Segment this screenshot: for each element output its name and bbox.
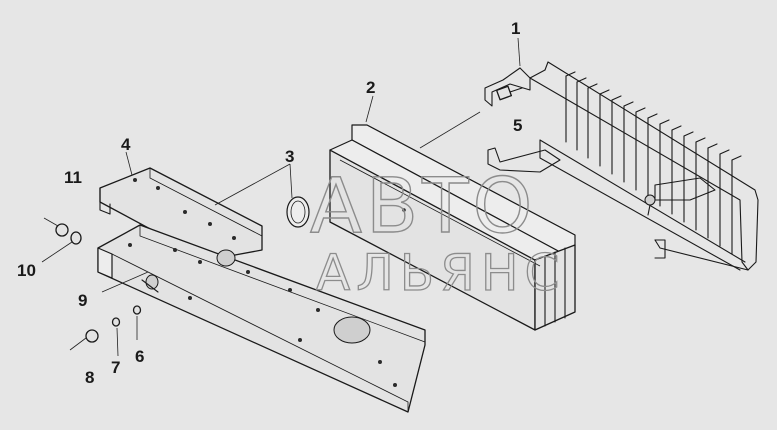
callout-4: 4 bbox=[121, 135, 131, 154]
watermark: АВТО АЛЬЯНС bbox=[309, 160, 565, 302]
clamp-ring-inner bbox=[290, 200, 306, 224]
bolt-shank bbox=[509, 87, 523, 93]
basket-bars bbox=[565, 75, 733, 255]
main-bracket-hole bbox=[198, 260, 202, 264]
part-9-bolt bbox=[141, 279, 159, 293]
leader-10 bbox=[41, 241, 73, 263]
basket-foot bbox=[647, 204, 666, 259]
basket-bar-tabs bbox=[565, 71, 742, 161]
main-bracket-hole bbox=[298, 338, 302, 342]
leader-9 bbox=[101, 271, 149, 293]
basket-lower-bracket bbox=[487, 147, 561, 173]
leader-7 bbox=[116, 327, 119, 357]
callout-10: 10 bbox=[17, 261, 36, 280]
main-bracket-hole bbox=[128, 243, 132, 247]
callouts: 1 2 3 4 5 6 7 8 9 10 11 bbox=[17, 19, 522, 387]
main-bracket-hole bbox=[188, 296, 192, 300]
box-end-ribs bbox=[544, 247, 566, 327]
leader-3 bbox=[214, 163, 293, 206]
part-6-washer bbox=[132, 305, 142, 315]
callout-8: 8 bbox=[85, 368, 94, 387]
basket-inner-frame bbox=[529, 69, 749, 271]
upper-bracket-hole bbox=[156, 186, 160, 190]
box-lid-edge bbox=[351, 124, 576, 236]
callout-1: 1 bbox=[511, 19, 520, 38]
part-2-box bbox=[329, 124, 576, 331]
main-bracket-edges bbox=[111, 225, 426, 412]
part-7-washer bbox=[111, 317, 121, 327]
hardware bbox=[55, 223, 159, 343]
watermark-line2: АЛЬЯНС bbox=[316, 244, 565, 302]
callout-6: 6 bbox=[135, 347, 144, 366]
clamp-ring-outer bbox=[286, 196, 310, 228]
basket-bottom-rail bbox=[539, 139, 746, 271]
leader-11 bbox=[43, 217, 59, 227]
callout-2: 2 bbox=[366, 78, 375, 97]
callout-3: 3 bbox=[285, 147, 294, 166]
watermark-line1: АВТО bbox=[310, 161, 536, 250]
leader-4 bbox=[125, 151, 133, 176]
leader-8 bbox=[69, 337, 87, 351]
upper-bracket-hole bbox=[208, 222, 212, 226]
main-bracket-hole bbox=[393, 383, 397, 387]
main-bracket bbox=[97, 224, 426, 413]
basket-mid-bracket bbox=[654, 177, 716, 201]
bolt-head bbox=[496, 85, 512, 101]
main-bracket-hole bbox=[246, 270, 250, 274]
upper-bracket-hole bbox=[232, 236, 236, 240]
part-5-bolt bbox=[496, 85, 523, 101]
main-bracket-flange bbox=[97, 247, 113, 279]
main-bracket-hole bbox=[316, 308, 320, 312]
basket-outer-frame bbox=[544, 61, 759, 271]
box-hole bbox=[402, 208, 406, 212]
basket-ring bbox=[644, 194, 656, 206]
callout-11: 11 bbox=[64, 168, 82, 187]
main-bracket-hole bbox=[288, 288, 292, 292]
part-11-nut bbox=[55, 223, 69, 237]
callout-7: 7 bbox=[111, 358, 120, 377]
part-4-upper-bracket bbox=[99, 167, 263, 261]
leader-1 bbox=[517, 37, 521, 67]
callout-9: 9 bbox=[78, 291, 87, 310]
upper-bracket-hole bbox=[183, 210, 187, 214]
upper-bracket-edge bbox=[149, 168, 263, 237]
part-1-basket bbox=[484, 61, 759, 271]
basket-top-bracket bbox=[484, 67, 531, 107]
main-bracket-mid-hole bbox=[216, 249, 236, 267]
upper-bracket-flange bbox=[99, 187, 111, 215]
main-bracket-hole bbox=[173, 248, 177, 252]
upper-bracket-hole bbox=[133, 178, 137, 182]
box-seam-line bbox=[339, 159, 541, 267]
leader-5 bbox=[419, 111, 481, 149]
leader-2 bbox=[365, 95, 374, 123]
main-bracket-hole bbox=[378, 360, 382, 364]
part-8-nut bbox=[85, 329, 99, 343]
part-10-washer bbox=[70, 231, 82, 245]
callout-5: 5 bbox=[513, 116, 522, 135]
leader-lines bbox=[41, 37, 521, 357]
part-3-clamp-ring bbox=[286, 196, 310, 228]
main-bracket-big-hole bbox=[333, 316, 371, 344]
